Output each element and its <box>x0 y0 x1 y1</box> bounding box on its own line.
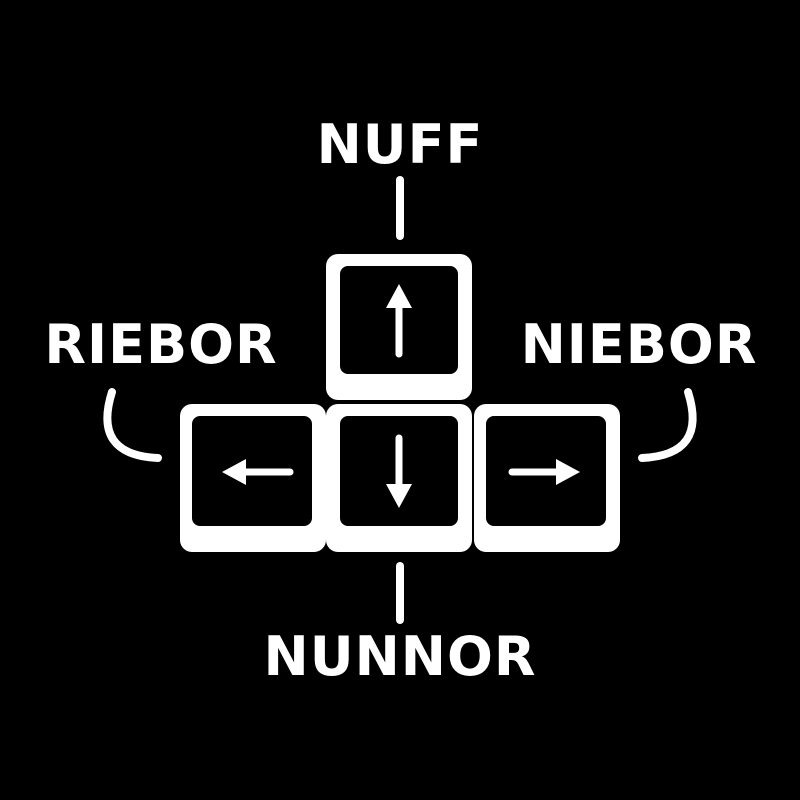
arrow-up-icon <box>386 284 412 358</box>
key-up <box>326 254 472 400</box>
label-left: RIEBOR <box>44 313 278 376</box>
right-connector-bracket <box>638 388 697 462</box>
arrow-right-icon <box>508 459 580 485</box>
key-right <box>474 404 620 552</box>
key-down <box>326 404 472 552</box>
left-connector-bracket <box>103 388 162 462</box>
label-up: NUFF <box>316 113 484 176</box>
label-down: NUNNOR <box>263 625 537 688</box>
arrow-down-icon <box>386 434 412 508</box>
label-right: NIEBOR <box>520 313 758 376</box>
key-left <box>180 404 326 552</box>
arrow-left-icon <box>222 459 294 485</box>
